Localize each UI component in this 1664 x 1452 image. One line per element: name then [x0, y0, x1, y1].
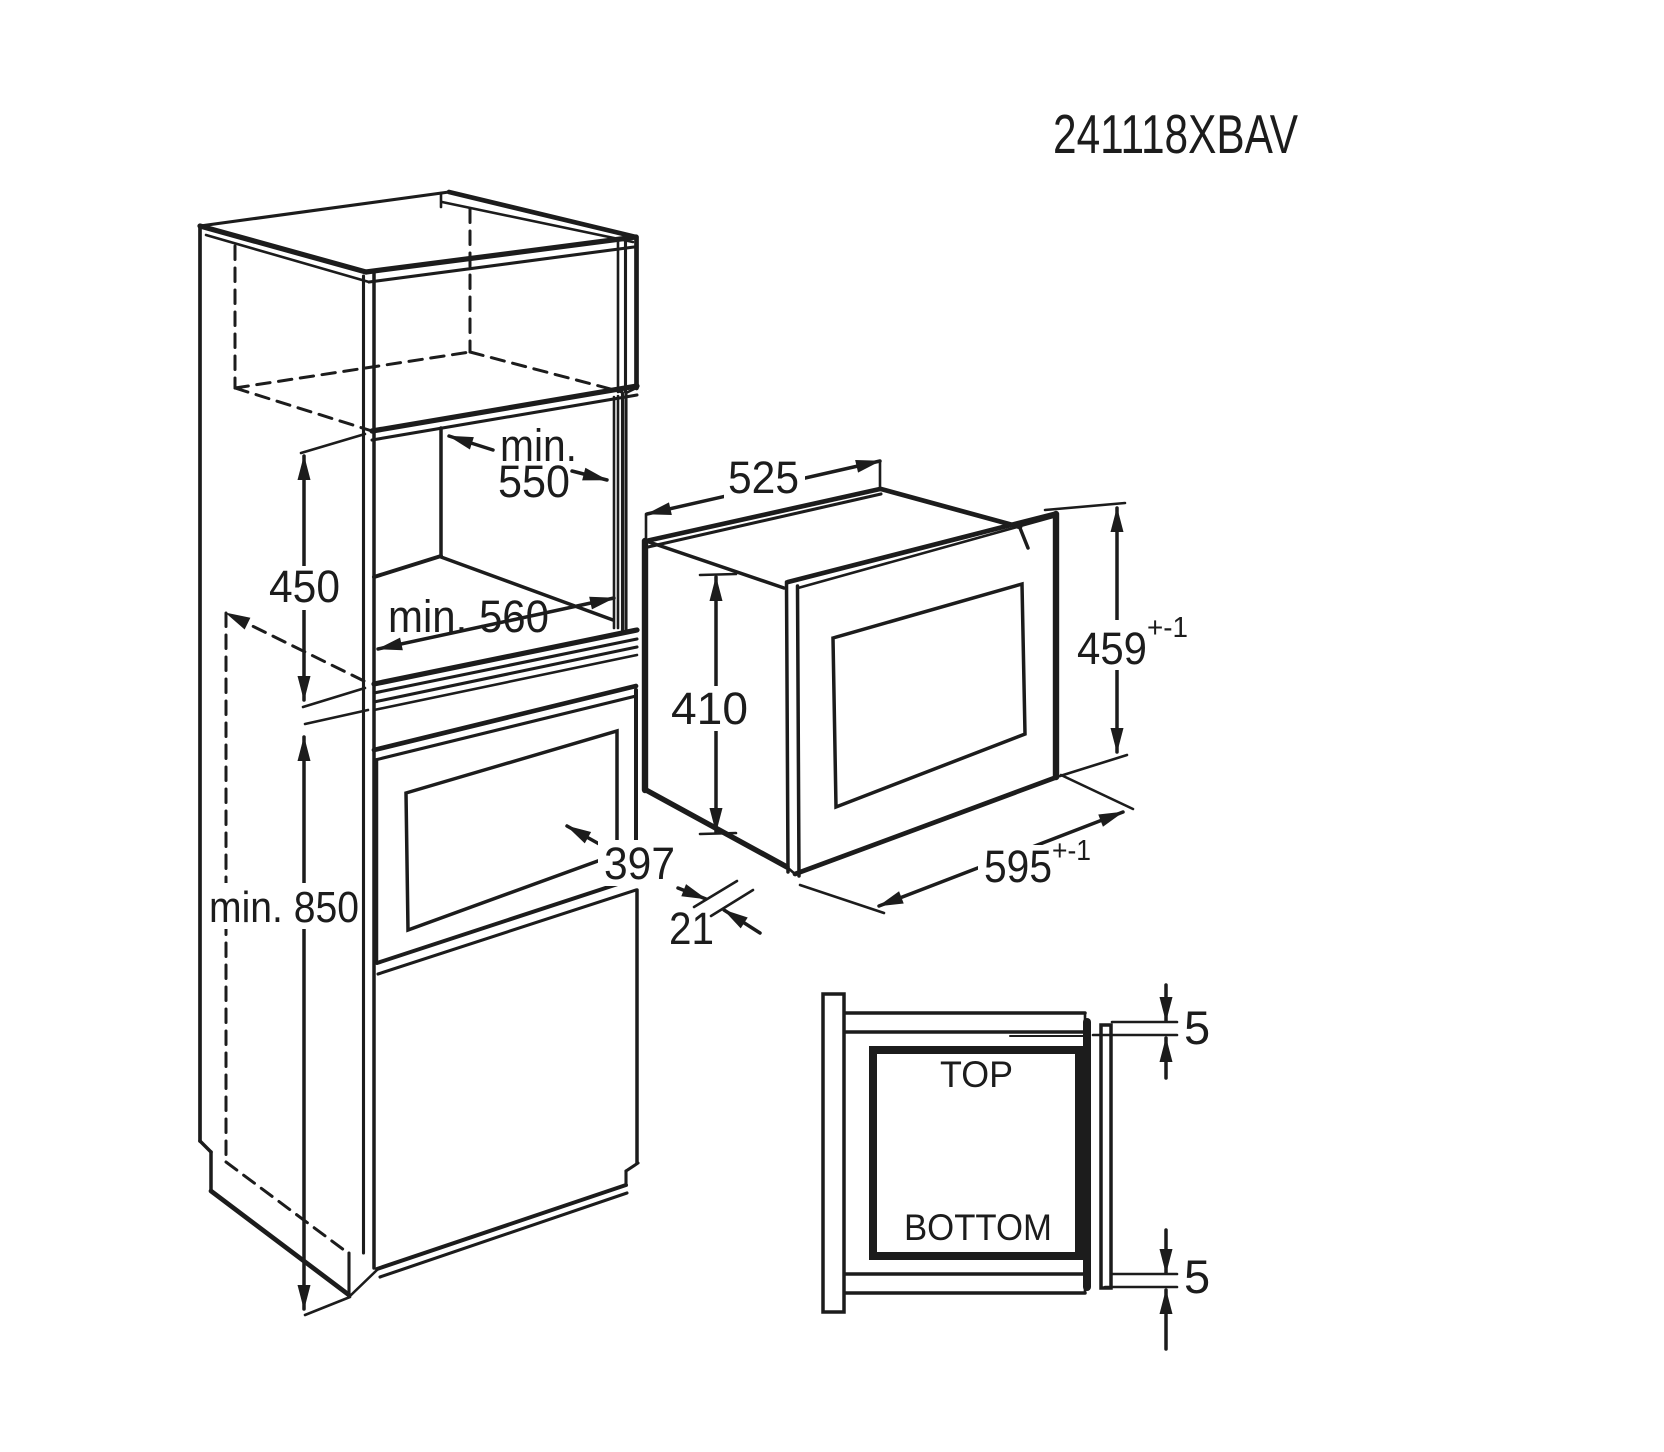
svg-text:459: 459 [1077, 623, 1147, 674]
svg-text:410: 410 [671, 683, 748, 734]
svg-text:550: 550 [498, 456, 570, 507]
svg-text:21: 21 [669, 903, 714, 954]
svg-text:+-1: +-1 [1147, 612, 1188, 644]
svg-text:397: 397 [604, 838, 675, 889]
svg-text:min.: min. [500, 420, 577, 471]
svg-text:BOTTOM: BOTTOM [904, 1207, 1052, 1248]
svg-text:TOP: TOP [940, 1054, 1013, 1095]
svg-text:min. 850: min. 850 [209, 883, 359, 932]
svg-text:5: 5 [1184, 1250, 1210, 1303]
svg-text:5: 5 [1184, 1001, 1210, 1054]
svg-text:+-1: +-1 [1052, 835, 1091, 867]
svg-text:450: 450 [269, 561, 340, 612]
svg-text:595: 595 [984, 841, 1052, 892]
svg-text:525: 525 [728, 452, 799, 503]
svg-text:241118XBAV: 241118XBAV [1053, 103, 1298, 165]
svg-text:min. 560: min. 560 [388, 591, 549, 642]
